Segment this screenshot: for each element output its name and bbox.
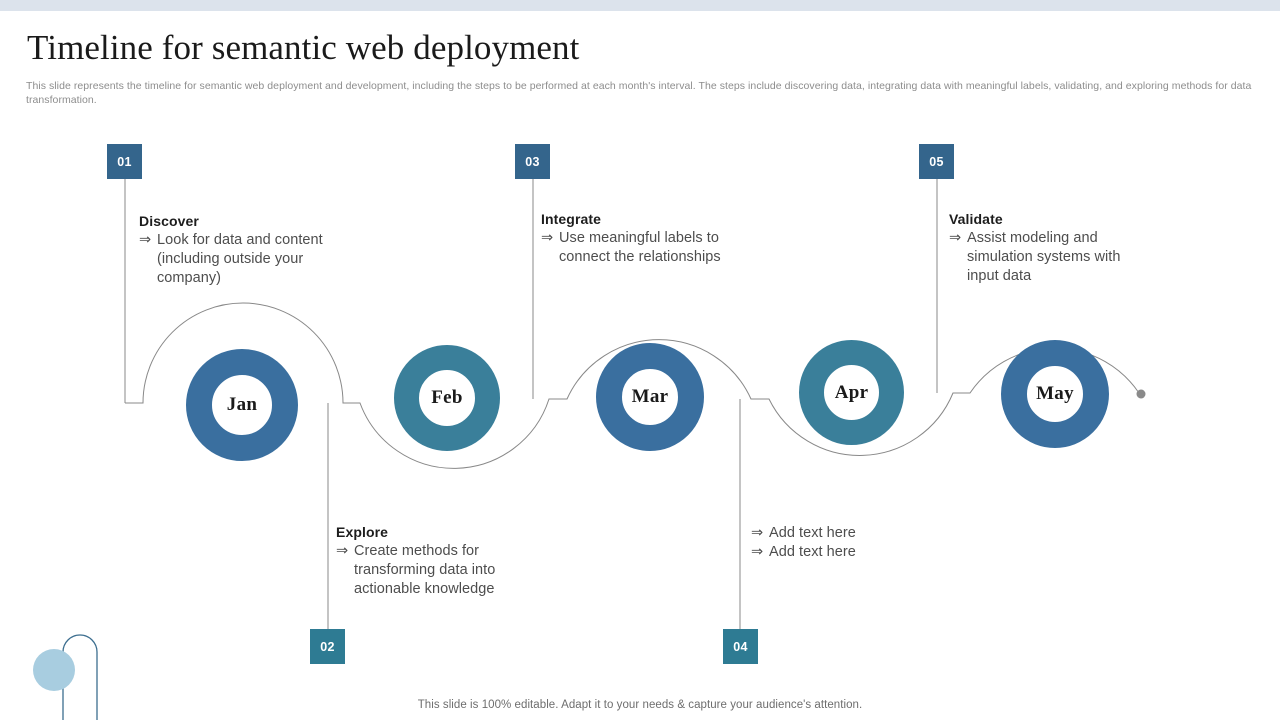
- arrow-icon: ⇒: [751, 525, 764, 541]
- milestone-badge-03[interactable]: 03: [515, 144, 550, 179]
- milestone-badge-04[interactable]: 04: [723, 629, 758, 664]
- decorative-hairpin-graphic: [33, 634, 98, 720]
- footer-note: This slide is 100% editable. Adapt it to…: [417, 699, 863, 711]
- bullet-text: Add text here: [769, 544, 856, 560]
- milestone-badge-01[interactable]: 01: [107, 144, 142, 179]
- month-label: Apr: [834, 381, 869, 403]
- arrow-icon: ⇒: [541, 230, 554, 246]
- milestone-bullet: ⇒ Add text here: [751, 524, 951, 543]
- milestone-heading: Discover: [139, 213, 199, 229]
- bullet-text: Assist modeling and simulation systems w…: [967, 230, 1121, 284]
- bullet-text: Create methods for transforming data int…: [354, 543, 496, 597]
- month-circle-mar[interactable]: Mar: [596, 343, 704, 451]
- path-end-dot: [1136, 389, 1146, 399]
- month-circle-may[interactable]: May: [1001, 340, 1109, 448]
- milestone-bullet: ⇒ Assist modeling and simulation systems …: [949, 229, 1149, 286]
- milestone-text-01: Discover ⇒ Look for data and content (inc…: [139, 213, 339, 288]
- bullet-text: Use meaningful labels to connect the rel…: [559, 230, 721, 265]
- month-label: Feb: [431, 387, 463, 408]
- badge-number: 02: [320, 639, 335, 654]
- arrow-icon: ⇒: [139, 232, 152, 248]
- milestone-heading: Validate: [949, 211, 1003, 227]
- top-accent-strip: [0, 0, 1280, 11]
- bullet-text: Add text here: [769, 525, 856, 541]
- month-circle-feb[interactable]: Feb: [394, 345, 500, 451]
- month-label: Mar: [631, 386, 669, 407]
- milestone-text-04: ⇒ Add text here ⇒ Add text here: [751, 524, 951, 562]
- milestone-bullet: ⇒ Add text here: [751, 543, 951, 562]
- decorative-circle: [33, 649, 75, 691]
- badge-number: 03: [525, 154, 540, 169]
- badge-number: 01: [117, 154, 132, 169]
- month-label: Jan: [226, 394, 258, 415]
- bullet-text: Look for data and content (including out…: [157, 232, 323, 286]
- milestone-heading: Integrate: [541, 211, 602, 227]
- page-title: Timeline for semantic web deployment: [27, 28, 580, 67]
- milestone-badge-02[interactable]: 02: [310, 629, 345, 664]
- milestone-text-05: Validate ⇒ Assist modeling and simulation…: [949, 211, 1149, 286]
- page-subtitle: This slide represents the timeline for s…: [26, 80, 1252, 106]
- milestone-text-02: Explore ⇒ Create methods for transforming…: [336, 524, 536, 599]
- milestone-heading: Explore: [336, 524, 389, 540]
- milestone-bullet: ⇒ Create methods for transforming data in…: [336, 542, 536, 599]
- milestone-bullet: ⇒ Look for data and content (including ou…: [139, 231, 339, 288]
- arrow-icon: ⇒: [751, 544, 764, 560]
- milestone-badge-05[interactable]: 05: [919, 144, 954, 179]
- milestone-text-03: Integrate ⇒ Use meaningful labels to conn…: [541, 211, 756, 267]
- arrow-icon: ⇒: [336, 543, 349, 559]
- badge-number: 05: [929, 154, 944, 169]
- month-label: May: [1036, 383, 1074, 404]
- arrow-icon: ⇒: [949, 230, 962, 246]
- badge-number: 04: [733, 639, 748, 654]
- milestone-bullet: ⇒ Use meaningful labels to connect the re…: [541, 229, 756, 267]
- month-circle-apr[interactable]: Apr: [799, 340, 904, 445]
- month-circle-jan[interactable]: Jan: [186, 349, 298, 461]
